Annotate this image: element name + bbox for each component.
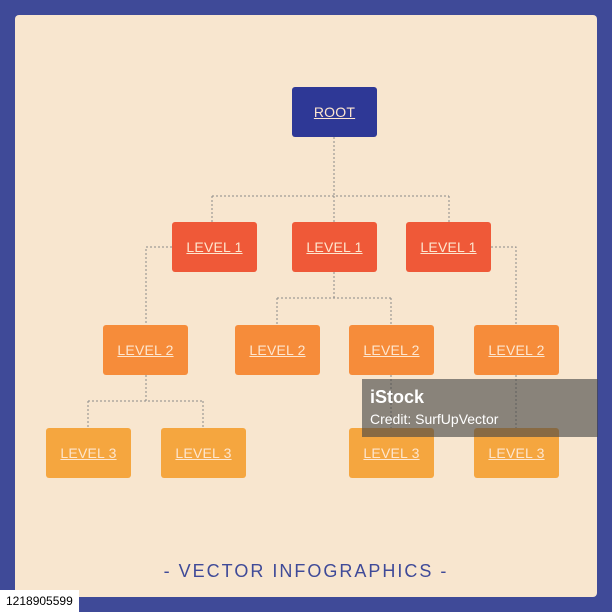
watermark-logo: iStock [370,387,425,407]
level3-node: LEVEL 3 [46,428,131,478]
level2-node: LEVEL 2 [235,325,320,375]
watermark-credit: Credit: SurfUpVector [370,411,499,427]
root-node: ROOT [292,87,377,137]
connector-level1b-level2bc [276,272,392,325]
connector-root-level1 [211,137,450,222]
footer-caption: - VECTOR INFOGRAPHICS - [163,561,449,581]
level1-node: LEVEL 1 [292,222,377,272]
watermark: iStock Credit: SurfUpVector [362,379,598,437]
level1-node: LEVEL 1 [172,222,257,272]
level2-node: LEVEL 2 [349,325,434,375]
level3-node: LEVEL 3 [161,428,246,478]
stock-id-label: 1218905599 [0,590,79,612]
level2-node: LEVEL 2 [103,325,188,375]
level1-node: LEVEL 1 [406,222,491,272]
connector-level1a-level2a [145,246,172,325]
connector-level1c-level2d [491,246,517,325]
connector-level2a-level3ab [87,375,204,428]
level2-node: LEVEL 2 [474,325,559,375]
